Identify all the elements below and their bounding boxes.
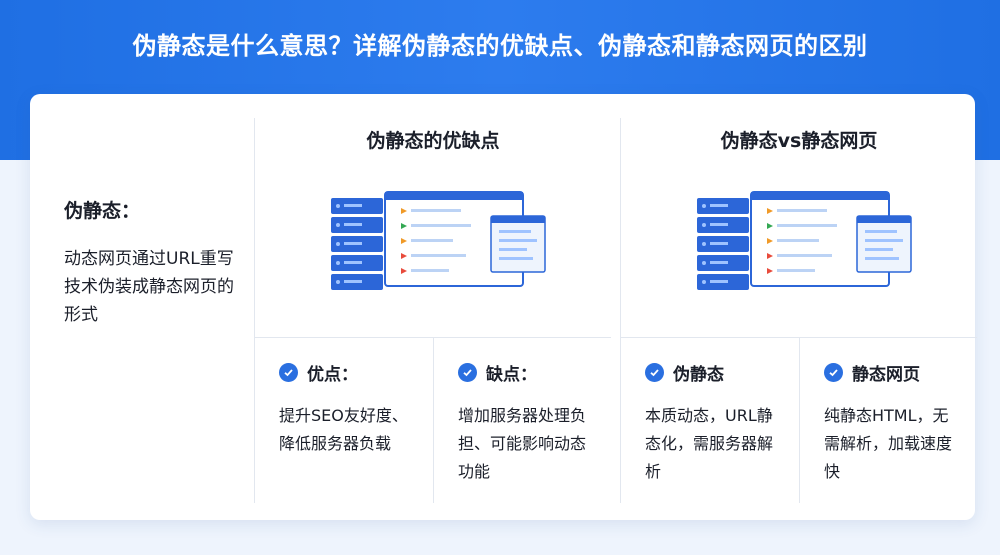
static-page-title: 静态网页 bbox=[852, 365, 920, 385]
check-circle-icon bbox=[458, 363, 477, 382]
intro-heading: 伪静态： bbox=[64, 200, 141, 222]
pros-section: 优点： 提升SEO友好度、降低服务器负载 bbox=[255, 338, 433, 503]
comparison-panel: 伪静态vs静态网页 bbox=[620, 118, 977, 503]
check-circle-icon bbox=[824, 363, 843, 382]
page-title: 伪静态是什么意思？详解伪静态的优缺点、伪静态和静态网页的区别 bbox=[132, 32, 868, 60]
server-stack-icon bbox=[697, 198, 749, 290]
static-page-section: 静态网页 纯静态HTML，无需解析，加载速度快 bbox=[799, 338, 977, 503]
content-card: 伪静态： 动态网页通过URL重写技术伪装成静态网页的形式 伪静态的优缺点 bbox=[30, 94, 977, 520]
pseudo-static-title: 伪静态 bbox=[673, 365, 724, 385]
cons-text: 增加服务器处理负担、可能影响动态功能 bbox=[458, 406, 587, 481]
server-browser-illustration bbox=[697, 191, 912, 290]
cons-section: 缺点： 增加服务器处理负担、可能影响动态功能 bbox=[433, 338, 611, 503]
intro-section: 伪静态： 动态网页通过URL重写技术伪装成静态网页的形式 bbox=[30, 94, 254, 520]
pseudo-static-text: 本质动态，URL静态化，需服务器解析 bbox=[645, 406, 774, 481]
server-browser-illustration bbox=[331, 191, 546, 290]
server-stack-icon bbox=[331, 198, 383, 290]
browser-window-icon bbox=[750, 191, 890, 287]
pros-title: 优点： bbox=[307, 365, 358, 385]
pros-text: 提升SEO友好度、降低服务器负载 bbox=[279, 406, 408, 453]
panel-header: 伪静态的优缺点 bbox=[255, 118, 611, 338]
panel-header: 伪静态vs静态网页 bbox=[621, 118, 977, 338]
check-circle-icon bbox=[279, 363, 298, 382]
code-panel-icon bbox=[490, 215, 546, 273]
panel-title: 伪静态的优缺点 bbox=[366, 130, 500, 152]
check-circle-icon bbox=[645, 363, 664, 382]
pros-cons-panel: 伪静态的优缺点 bbox=[254, 118, 611, 503]
pseudo-static-section: 伪静态 本质动态，URL静态化，需服务器解析 bbox=[621, 338, 799, 503]
code-panel-icon bbox=[856, 215, 912, 273]
cons-title: 缺点： bbox=[486, 365, 537, 385]
static-page-text: 纯静态HTML，无需解析，加载速度快 bbox=[824, 406, 953, 481]
intro-description: 动态网页通过URL重写技术伪装成静态网页的形式 bbox=[64, 249, 234, 325]
panel-title: 伪静态vs静态网页 bbox=[720, 130, 878, 152]
